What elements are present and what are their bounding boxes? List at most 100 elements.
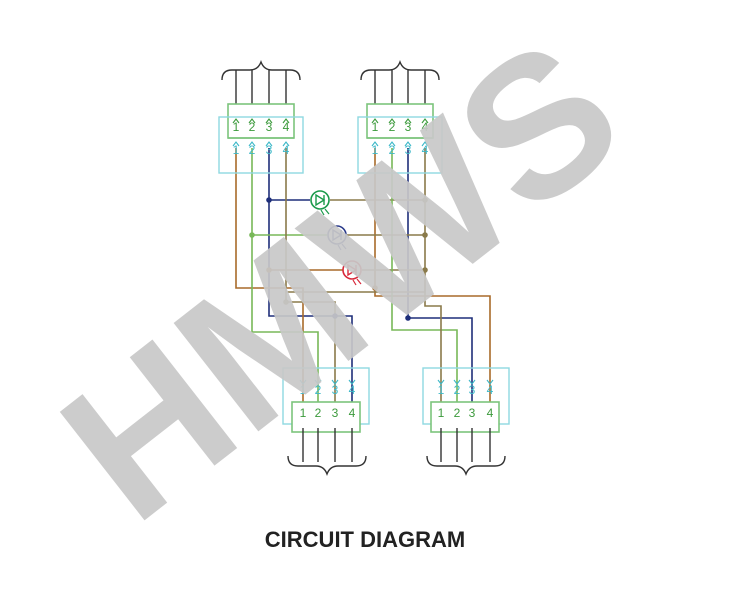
pin-arrow-icon [388,141,396,147]
pin-label: 2 [454,383,461,397]
pin-label: 4 [349,383,356,397]
pin-arrow-icon [421,141,429,147]
wire-brown-b [374,148,491,404]
pin-label: 2 [454,406,461,420]
pin-label: 3 [266,143,273,157]
wire-navy-b [407,148,473,404]
pin-label: 2 [249,143,256,157]
pin-label: 1 [438,406,445,420]
junction-dot [422,232,428,238]
led-icon [342,260,362,280]
junction-dot [372,285,378,291]
wire-navy-a [268,148,353,404]
pin-label: 1 [233,120,240,134]
pin-arrow-icon [248,141,256,147]
diagram-caption: CIRCUIT DIAGRAM [264,527,466,552]
wire-green-b [391,148,458,404]
pin-arrow-icon [421,118,429,124]
junction-dot [332,313,338,319]
connector-top-right [357,60,443,174]
header-socket [357,116,443,174]
pin-label: 4 [422,143,429,157]
pin-arrow-icon [265,141,273,147]
led-red [342,260,362,286]
pin-label: 1 [233,143,240,157]
wire-green-a [251,148,319,404]
pin-label: 3 [405,120,412,134]
pin-arrow-icon [265,118,273,124]
curly-brace-icon [426,455,506,476]
pin-arrow-icon [468,379,476,385]
pin-arrow-icon [232,141,240,147]
pin-arrow-icon [314,379,322,385]
wire-brown-a [235,148,304,404]
led-icon [327,225,347,245]
pin-label: 4 [283,143,290,157]
pin-label: 1 [372,120,379,134]
pin-arrow-icon [348,379,356,385]
pin-label: 1 [300,383,307,397]
header-socket [218,116,304,174]
pin-label: 3 [332,406,339,420]
header-plug [430,401,500,433]
pin-arrow-icon [371,141,379,147]
curly-brace-icon [360,60,440,81]
junction-dot [249,232,255,238]
pin-arrow-icon [486,379,494,385]
pin-label: 4 [487,406,494,420]
junction-dot [422,197,428,203]
pin-label: 2 [315,406,322,420]
pin-label: 1 [438,383,445,397]
wire-olive-b [424,148,442,404]
pin-label: 2 [389,120,396,134]
pin-label: 3 [266,120,273,134]
header-plug [291,401,361,433]
pin-arrow-icon [299,379,307,385]
pin-arrow-icon [331,379,339,385]
wires [235,148,491,404]
pin-label: 1 [372,143,379,157]
header-plug [366,103,434,139]
led-icon [310,190,330,210]
junction-dot [266,197,272,203]
pin-arrow-icon [388,118,396,124]
curly-brace-icon [287,455,367,476]
pin-arrow-icon [437,379,445,385]
led-green [310,190,330,216]
pin-label: 3 [469,406,476,420]
pin-label: 3 [332,383,339,397]
pin-label: 2 [315,383,322,397]
junction-dot [266,267,272,273]
junction-dot [405,315,411,321]
junctions [249,197,428,321]
wire-olive-c [286,280,426,293]
pin-label: 4 [349,406,356,420]
connector-bottom-right [422,367,510,476]
pin-arrow-icon [453,379,461,385]
led-blue [327,225,347,251]
connector-top-left [218,60,304,174]
curly-brace-icon [221,60,301,81]
pin-label: 2 [389,143,396,157]
pin-label: 4 [487,383,494,397]
pin-label: 1 [300,406,307,420]
pin-arrow-icon [282,118,290,124]
junction-dot [283,299,289,305]
pin-arrow-icon [371,118,379,124]
pin-label: 3 [469,383,476,397]
pin-label: 4 [422,120,429,134]
pin-label: 4 [283,120,290,134]
connector-bottom-left [282,367,370,476]
pin-label: 2 [249,120,256,134]
wire-olive-a [285,148,336,404]
pin-arrow-icon [248,118,256,124]
pin-arrow-icon [232,118,240,124]
pin-label: 3 [405,143,412,157]
pin-arrow-icon [404,118,412,124]
pin-arrow-icon [282,141,290,147]
pin-arrow-icon [404,141,412,147]
junction-dot [422,267,428,273]
